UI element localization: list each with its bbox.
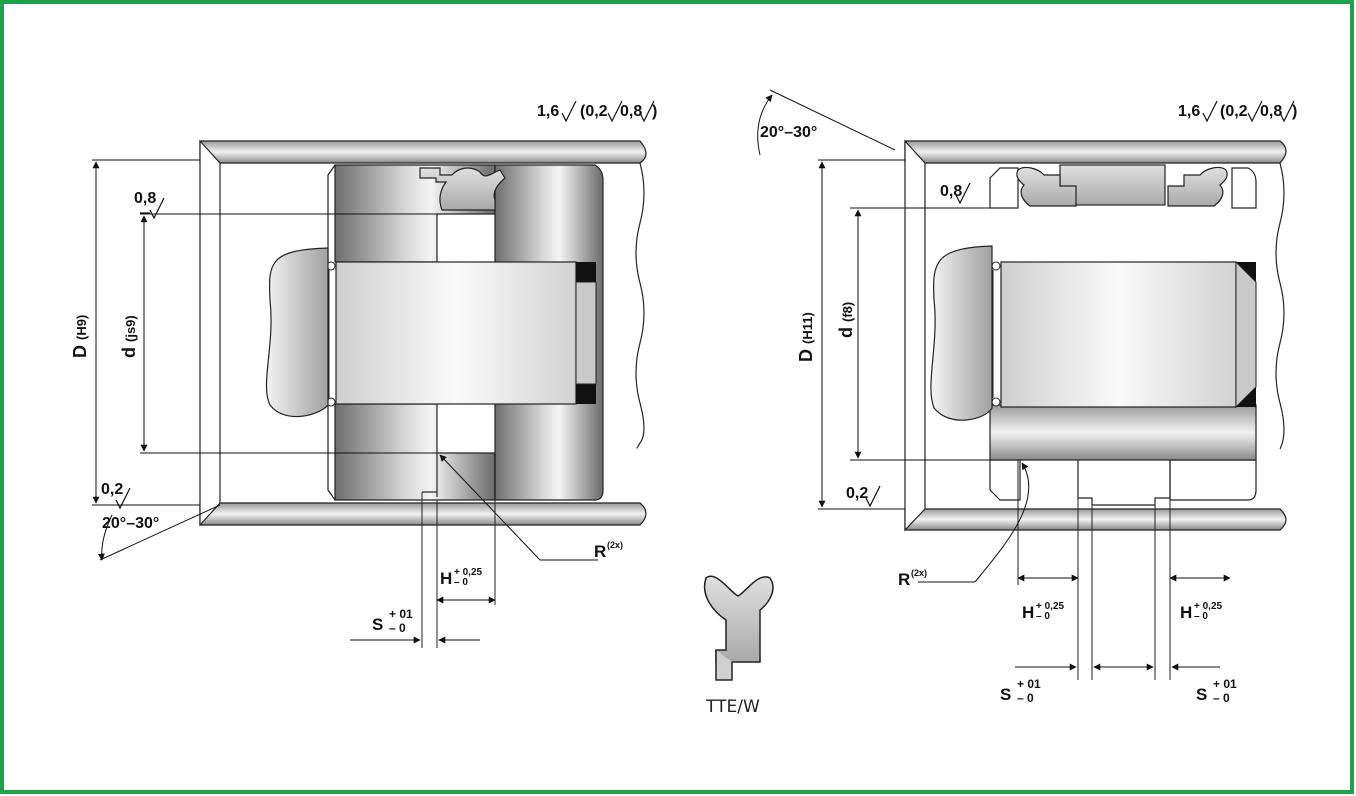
left-break-line [635,162,645,449]
left-dim-S-tol-lower: – 0 [389,621,406,635]
right-dim-d-tol: (f8) [840,302,855,322]
right-bore-top-wall [904,140,1287,164]
right-dim-S-left: S [1000,685,1011,704]
right-roughness-top-b: 0,8 [1260,103,1282,120]
left-dim-d-tol: (js9) [123,315,138,342]
left-radius: R [594,542,606,561]
left-assembly [199,139,647,648]
left-radius-count: (2x) [607,540,623,550]
right-dim-H-right-tol-upper: + 0,25 [1194,601,1223,612]
right-roughness-top-paren: (0,2 [1220,103,1248,120]
right-bore-bottom-wall [904,508,1287,531]
right-piston-rod [1000,261,1237,408]
left-roughness-close: ) [652,103,657,120]
right-assembly [904,139,1287,680]
right-dim-H-left-tol-lower: – 0 [1036,611,1050,622]
left-dim-D: D [70,345,90,358]
left-dim-H: H [440,569,452,588]
left-dim-H-tol-upper: + 0,25 [454,567,483,578]
left-chamfer-angle: 20°–30° [102,515,159,532]
left-rod-chamfer-top [576,262,596,282]
right-dim-S-right-tol-upper: + 01 [1213,677,1237,691]
right-dim-D: D [796,349,816,362]
right-dim-S-left-tol-lower: – 0 [1017,691,1034,705]
right-dim-H-right-tol-lower: – 0 [1194,611,1208,622]
left-bore-bottom-wall [199,502,647,526]
right-chamfer-angle: 20°–30° [760,124,817,141]
left-dim-d: d [119,347,139,358]
profile-caption: TTE/W [705,697,760,717]
right-roughness-symbols [865,100,1295,508]
left-seal [419,167,506,211]
left-dim-H-tol-lower: – 0 [454,577,468,588]
left-roughness-groove: 0,8 [134,190,156,207]
right-dim-H-right: H [1180,603,1192,622]
right-roughness-close: ) [1292,103,1297,120]
right-dim-D-tol: (H11) [800,312,815,344]
right-seal-left [1016,166,1077,207]
left-housing-chamfer [199,139,221,527]
left-rod-chamfer-bottom [576,384,596,404]
right-dim-H-left-tol-upper: + 0,25 [1036,601,1065,612]
right-seal-right [1167,166,1228,207]
right-end-cap [930,245,993,421]
left-dim-S-tol-upper: + 01 [389,607,413,621]
left-roughness-bottom: 0,2 [101,481,123,498]
left-roughness-top-b: 0,8 [620,103,642,120]
left-dim-S: S [372,615,383,634]
left-dim-D-tol: (H9) [74,315,89,340]
seal-profile-icon [703,575,774,681]
right-radius: R [898,570,910,589]
left-roughness-top: 1,6 [537,103,559,120]
right-radius-count: (2x) [911,568,927,578]
right-housing-chamfer [904,139,926,532]
left-dimensions [92,159,598,644]
right-roughness-bottom: 0,2 [846,485,868,502]
right-break-line [1275,162,1285,450]
right-roughness-top: 1,6 [1178,103,1200,120]
right-dim-H-left: H [1022,603,1034,622]
left-roughness-symbols [115,100,655,510]
right-dimensions [757,89,1231,671]
left-bore-top-wall [199,140,647,164]
right-piston-band [989,404,1257,461]
right-dim-S-right-tol-lower: – 0 [1213,691,1230,705]
left-piston-rod [335,261,577,405]
right-dim-S-right: S [1196,685,1207,704]
left-end-cap [265,247,329,418]
right-roughness-groove: 0,8 [940,183,962,200]
left-roughness-top-paren: (0,2 [580,103,608,120]
right-dim-d: d [836,327,856,338]
right-dim-S-left-tol-upper: + 01 [1017,677,1041,691]
